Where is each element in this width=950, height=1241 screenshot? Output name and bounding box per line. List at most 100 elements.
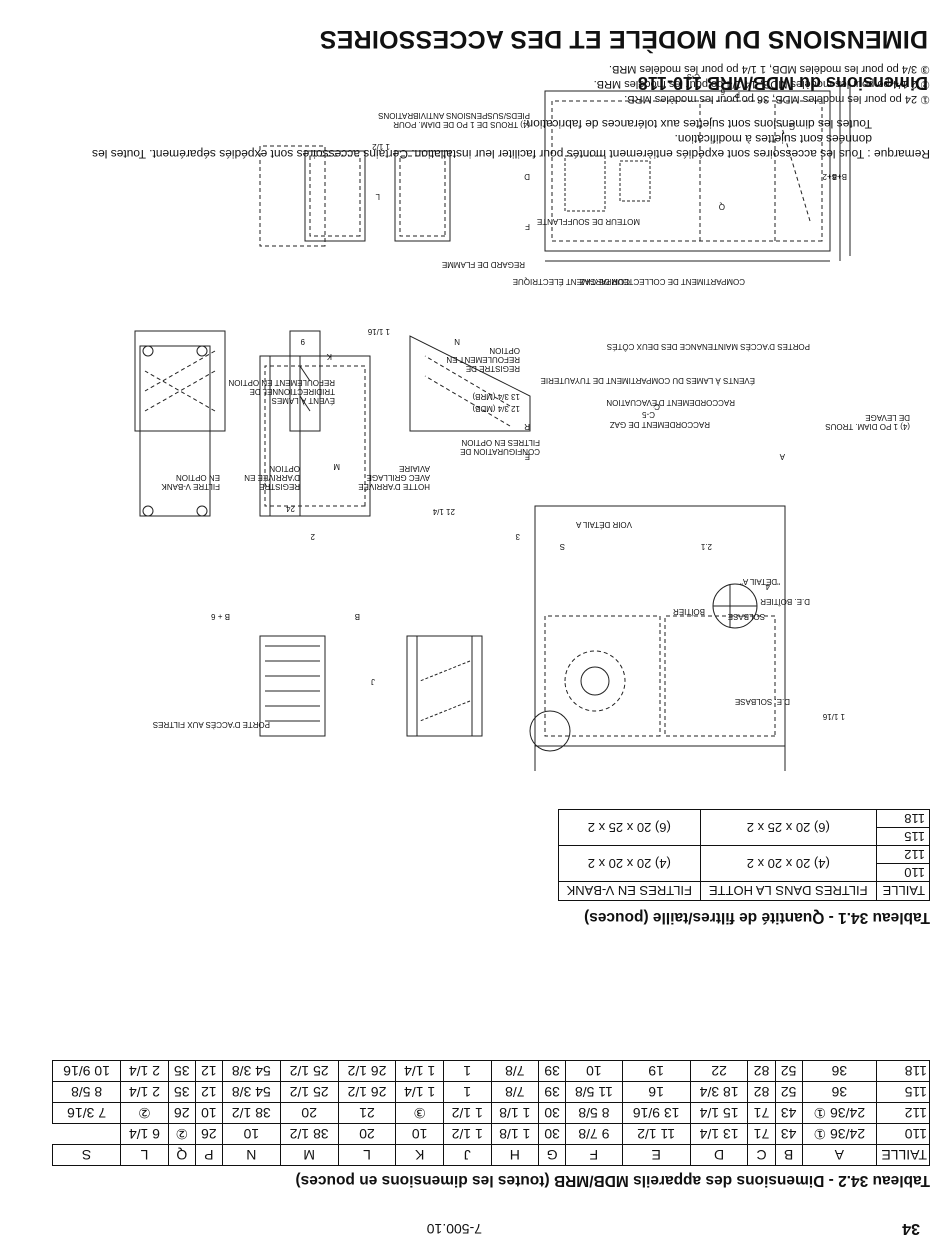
- side-view-drawing: [529, 505, 786, 771]
- table-cell: 2 1/4: [120, 1060, 169, 1082]
- table-cell: 16: [622, 1081, 691, 1103]
- header-col-3: C: [748, 1144, 776, 1166]
- table-cell: 30: [538, 1123, 566, 1145]
- cell-size: 115: [876, 1081, 930, 1103]
- table-cell: 1 1/4: [395, 1081, 444, 1103]
- dim-k: K: [326, 352, 332, 361]
- label-drain-connection: RACCORDEMENT D'ÉVACUATION: [606, 398, 735, 407]
- table-row: 110 (4) 20 x 20 x 2 (4) 20 x 20 x 2: [558, 845, 930, 882]
- header-col-7: G: [538, 1144, 566, 1166]
- dim-s: S: [559, 542, 565, 551]
- label-gas-manifold-compartment: COMPARTIMENT DE COLLECTEUR DE GAZ: [579, 277, 745, 286]
- side-view-accessories: [259, 635, 483, 737]
- table-cell: 71: [748, 1102, 776, 1124]
- label-box: BOÎTIER: [672, 607, 705, 616]
- table-cell: 1 1/2: [443, 1102, 492, 1124]
- table-cell: 43: [775, 1102, 803, 1124]
- cell-hood: (6) 20 x 25 x 2: [700, 809, 877, 846]
- cell-size: 112: [876, 1102, 930, 1124]
- table-cell: 52: [775, 1060, 803, 1082]
- header-col-17: S: [52, 1144, 121, 1166]
- table-cell: 1 1/4: [395, 1060, 444, 1082]
- table-cell: 43: [775, 1123, 803, 1145]
- remark-line-3: Toutes les dimensions sont sujettes aux …: [523, 117, 872, 131]
- label-flame-window: REGARD DE FLAMME: [441, 260, 525, 269]
- remark-line-1: Remarque : Tous les accessoires sont exp…: [92, 147, 930, 161]
- header-col-8: H: [491, 1144, 539, 1166]
- table-cell: 11 1/2: [622, 1123, 691, 1145]
- dim-one-sixteenth: 1 1/16: [367, 327, 390, 336]
- table-cell: 7/8: [491, 1060, 539, 1082]
- table-cell: 20: [280, 1102, 339, 1124]
- table-cell: 52: [775, 1081, 803, 1103]
- table-cell: ②: [120, 1102, 169, 1124]
- dim-n: N: [454, 337, 460, 346]
- table-cell: 21: [338, 1102, 396, 1124]
- label-lifting-holes: (4) 1 PO DIAM. TROUS DE LEVAGE: [825, 413, 910, 431]
- header-vbank-filters: FILTRES EN V-BANK: [558, 881, 701, 901]
- table-cell: 8 5/8: [565, 1102, 623, 1124]
- label-box-od: D.E. BOÎTIER: [760, 597, 810, 606]
- label-inlet-hood: HOTTE D'ARRIVÉE AVEC GRILLAGE AVIAIRE: [358, 464, 430, 491]
- header-size: TAILLE: [876, 1144, 930, 1166]
- inlet-accessories: [134, 330, 531, 432]
- table-cell: 22: [690, 1060, 748, 1082]
- cell-size-b: 118: [876, 809, 930, 828]
- label-filter-access-door: PORTE D'ACCÈS AUX FILTRES: [152, 720, 270, 729]
- table-cell: 1 1/8: [491, 1102, 539, 1124]
- dim-nine: 9: [300, 337, 305, 346]
- header-col-11: L: [338, 1144, 396, 1166]
- table-cell: 26: [195, 1123, 223, 1145]
- notes-block: Remarque : Tous les accessoires sont exp…: [92, 61, 930, 161]
- label-vbank-filter: FILTRE V-BANK EN OPTION: [161, 473, 220, 491]
- label-tridirectional-louver: ÉVENT À LAMES TRIDIRECTIONNEL DE REFOULE…: [228, 378, 335, 405]
- table-cell: 12: [195, 1081, 223, 1103]
- table-cell: 1: [443, 1060, 492, 1082]
- table-cell: ③: [395, 1102, 444, 1124]
- table-cell: 19: [622, 1060, 691, 1082]
- header-col-10: K: [395, 1144, 444, 1166]
- table-cell: 13 1/4: [690, 1123, 748, 1145]
- label-inlet-damper: REGISTRE D'ARRIVÉE EN OPTION: [244, 464, 300, 491]
- table-cell: 26 1/2: [338, 1060, 396, 1082]
- cell-vbank: (6) 20 x 25 x 2: [558, 809, 701, 846]
- table-cell: 12: [195, 1060, 223, 1082]
- table-cell: 36: [802, 1081, 877, 1103]
- table-cell: 1 1/2: [443, 1123, 492, 1145]
- dim-c: C: [654, 402, 660, 411]
- cell-size-b: 112: [876, 845, 930, 864]
- table-cell: 18 3/4: [690, 1081, 748, 1103]
- remark-line-2: données sont sujettes à modification.: [674, 132, 872, 146]
- table-cell: 11 5/8: [565, 1081, 623, 1103]
- detail-a-drawing: [712, 583, 758, 629]
- table-cell: 25 1/2: [280, 1081, 339, 1103]
- dim-m: M: [333, 462, 340, 471]
- dim-three: 3: [515, 532, 520, 541]
- table-cell: 71: [748, 1123, 776, 1145]
- top-view-accessories: [259, 145, 451, 247]
- table-cell: 38 1/2: [222, 1102, 281, 1124]
- table-cell: 35: [168, 1081, 196, 1103]
- dim-twenty-four: 24: [286, 504, 295, 513]
- table-cell: 26: [168, 1102, 196, 1124]
- header-col-6: F: [565, 1144, 623, 1166]
- table-cell: ②: [168, 1123, 196, 1145]
- label-detail-a: "DÉTAIL A": [740, 577, 780, 586]
- header-col-15: Q: [168, 1144, 196, 1166]
- table-cell: 10: [222, 1123, 281, 1145]
- table-cell: 38 1/2: [280, 1123, 339, 1145]
- footnote-2: ② 2 1/4 po pour les modèles MDB, 14 1/4 …: [593, 78, 930, 90]
- table-cell: 1: [443, 1081, 492, 1103]
- table-cell: 36: [802, 1060, 877, 1082]
- label-dim-mrb: 13 3/4 (MRB): [472, 392, 520, 401]
- table-cell: 82: [748, 1060, 776, 1082]
- header-size: TAILLE: [876, 881, 930, 901]
- table-cell: 35: [168, 1060, 196, 1082]
- table-cell: 10: [565, 1060, 623, 1082]
- cell-size-a: 110: [876, 863, 930, 882]
- cell-size: 118: [876, 1060, 930, 1082]
